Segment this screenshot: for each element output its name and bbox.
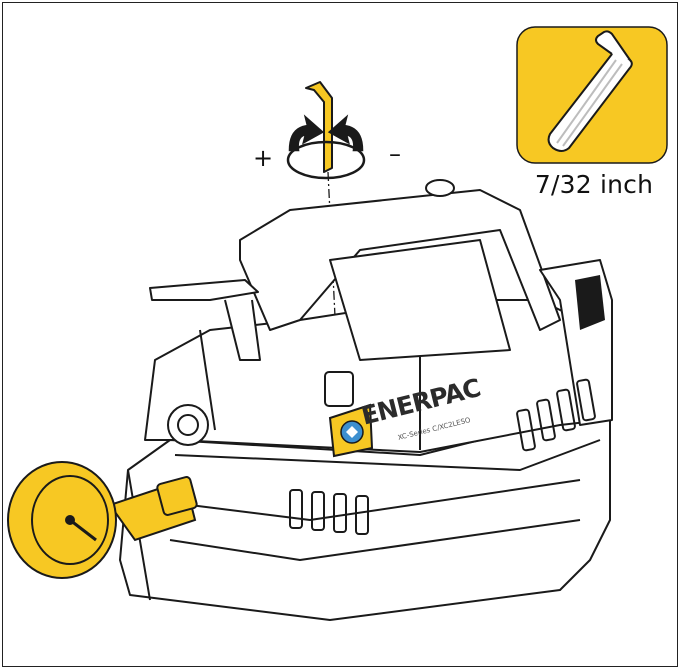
- adjustment-screw-highlight: [328, 403, 374, 458]
- pressure-gauge-icon: [7, 461, 198, 579]
- decrease-sign: –: [389, 140, 401, 168]
- increase-sign: +: [253, 144, 274, 172]
- hex-key-tool-badge: [516, 26, 668, 164]
- hydraulic-pump-outline: [119, 179, 613, 621]
- tool-size-label: 7/32 inch: [534, 170, 654, 199]
- rotation-arrows-icon: [286, 114, 366, 180]
- front-vents: [289, 489, 369, 535]
- side-vents: [516, 378, 596, 452]
